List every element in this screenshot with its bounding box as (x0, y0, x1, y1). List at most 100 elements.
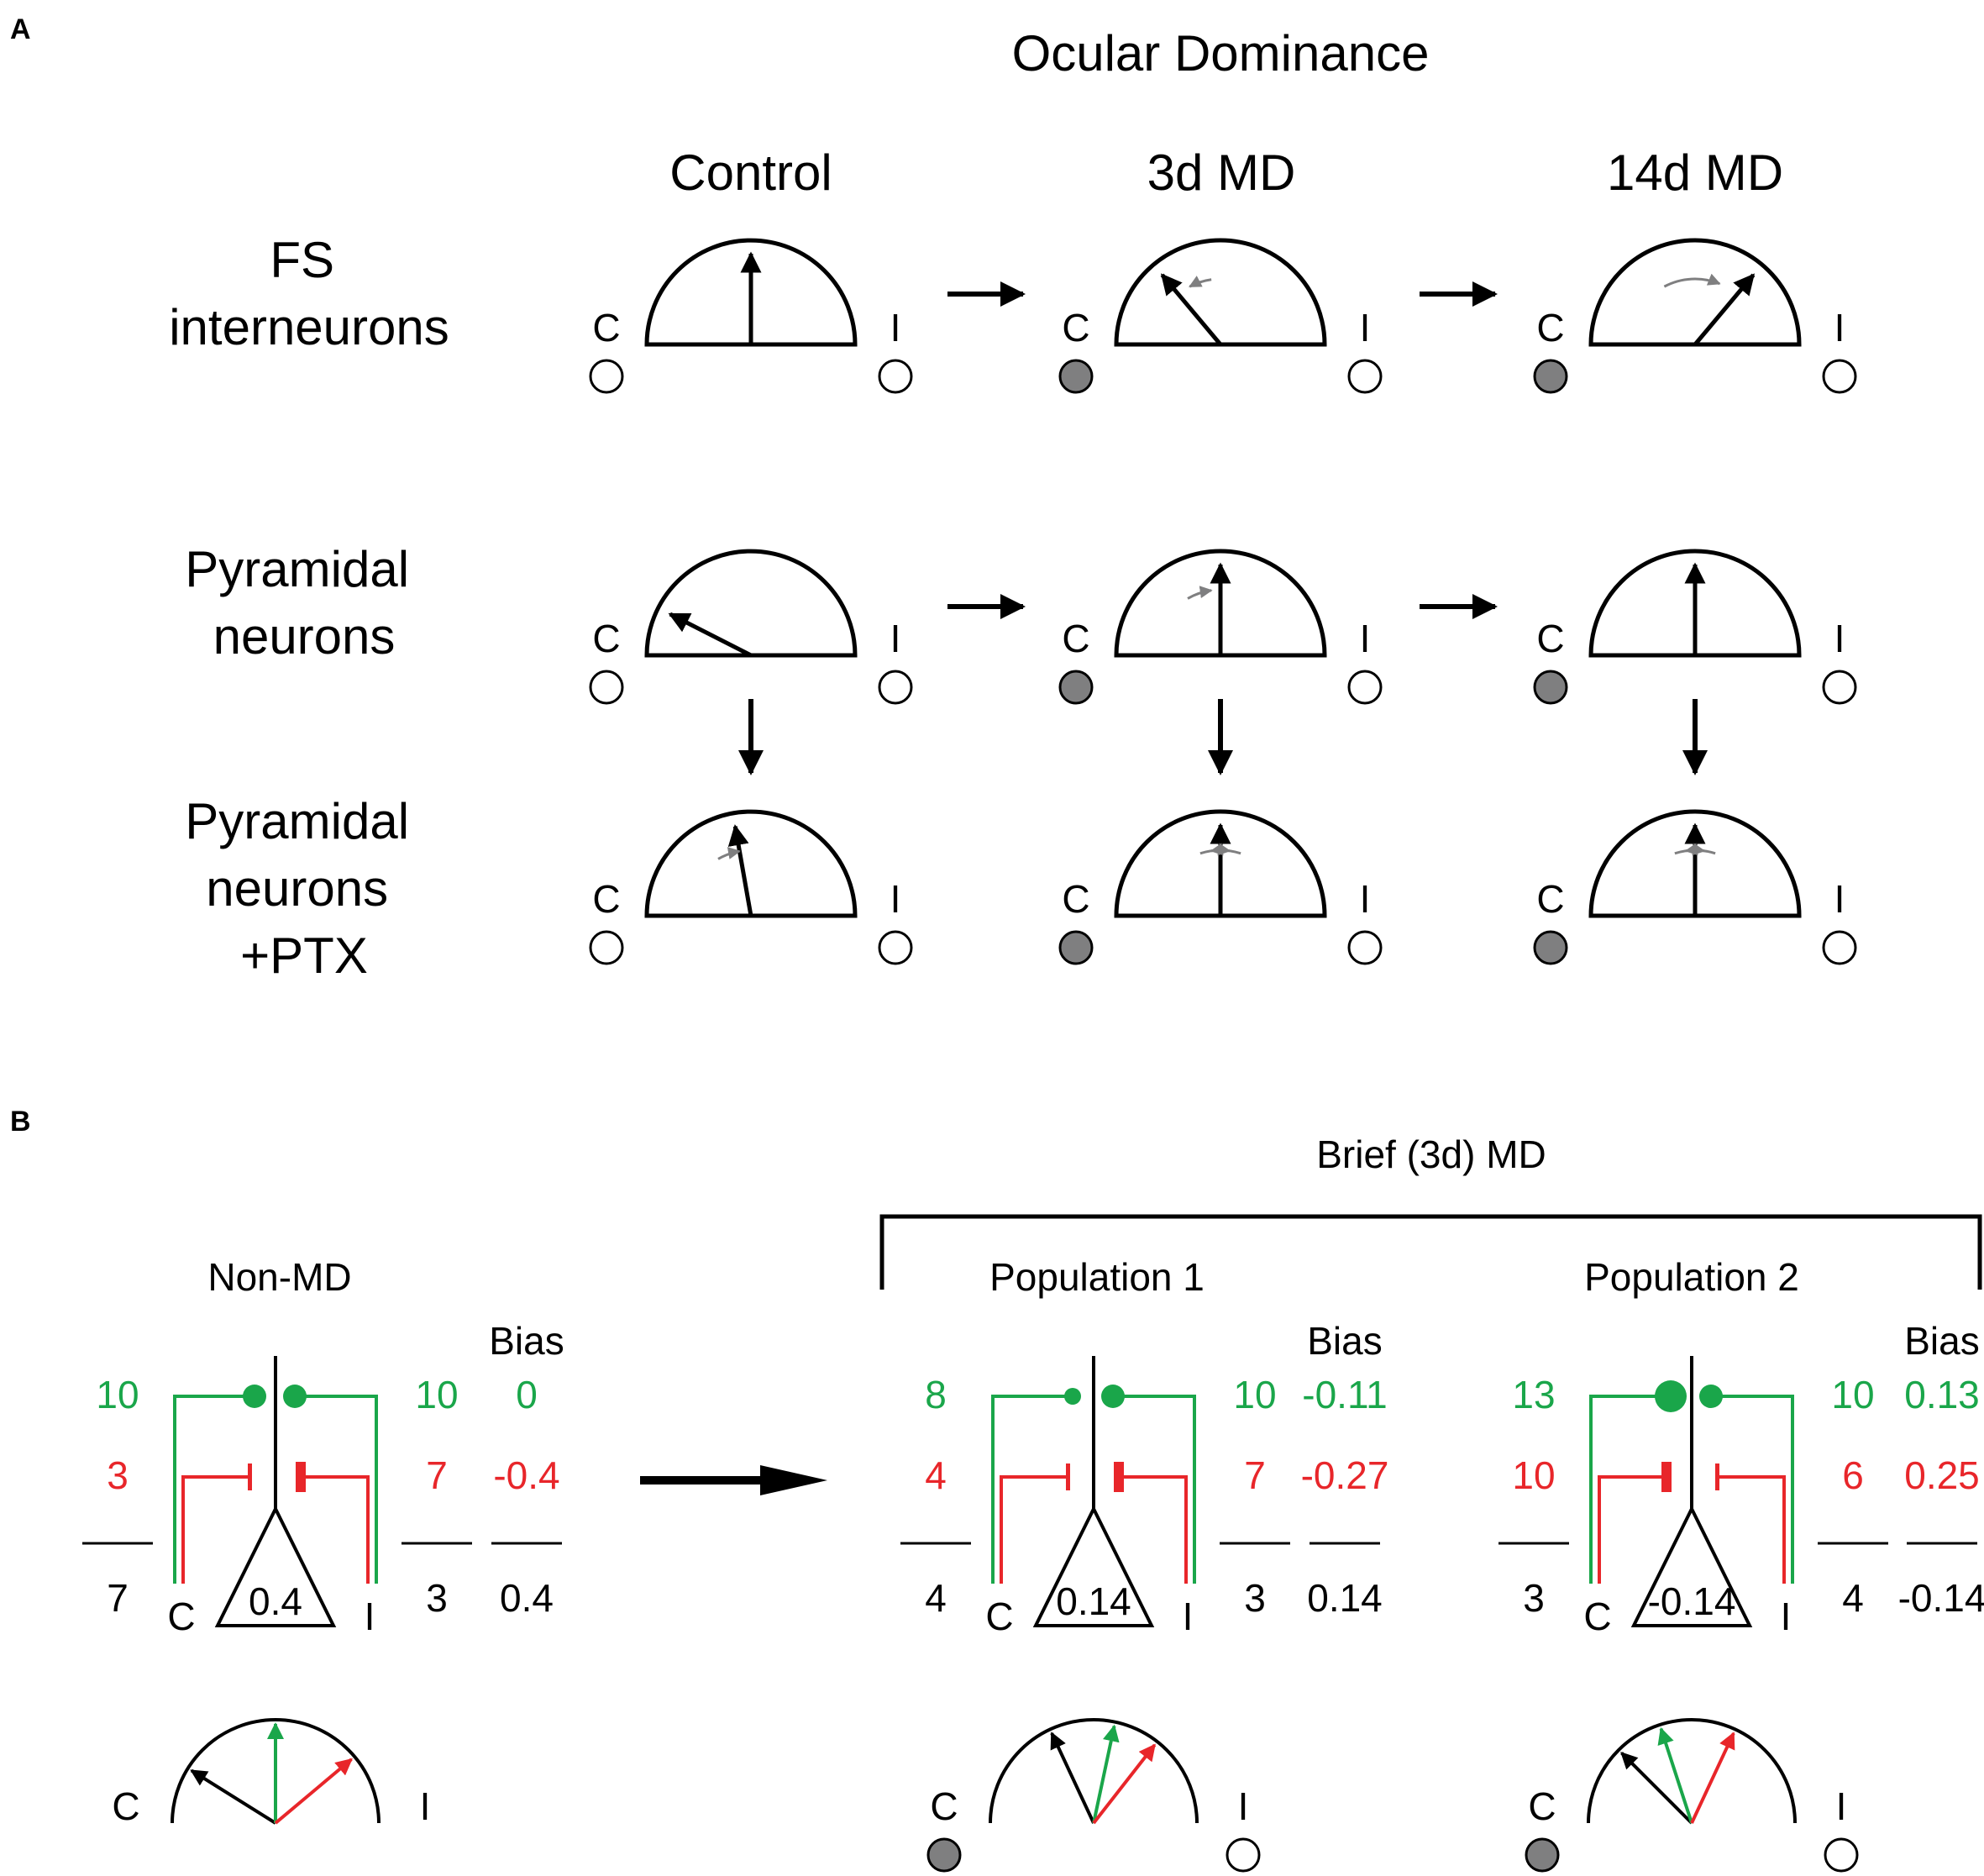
ipsi-label: I (1183, 1595, 1194, 1638)
ipsi-inhibitory-input (301, 1475, 370, 1584)
column-header-control: Control (669, 145, 832, 201)
ipsi-net-value: 3 (426, 1576, 448, 1620)
contra-label: C (1583, 1595, 1611, 1638)
contra-excitatory-input (1589, 1395, 1666, 1584)
open-eye-circle (1822, 930, 1857, 965)
net-bias-value: 0.14 (1307, 1576, 1383, 1620)
net-bias-value: 0.4 (500, 1576, 554, 1620)
inhibition-bias-value: -0.4 (493, 1453, 559, 1497)
contra-eye-label: C (592, 877, 620, 921)
contra-inhibitory-input (1000, 1475, 1068, 1584)
contra-excitatory-input (991, 1395, 1068, 1584)
ipsi-eye-label: I (890, 877, 901, 921)
od-needle (1693, 273, 1756, 346)
panel-a-label: A (10, 13, 31, 45)
contra-inhibitory-synapse (248, 1463, 252, 1490)
group-title: Population 1 (989, 1255, 1205, 1299)
ipsi-eye-label: I (1360, 877, 1371, 921)
ipsi-inhibitory-input (1119, 1475, 1188, 1584)
ipsi-eye-label: I (1834, 877, 1845, 921)
pyramidal-soma (1032, 1505, 1155, 1627)
contra-inhibition-value: 3 (107, 1453, 129, 1497)
brief-md-bracket (879, 1214, 1982, 1290)
open-eye-circle (1347, 670, 1383, 705)
inhibition-bias-value: 0.25 (1904, 1453, 1980, 1497)
ipsi-net-value: 3 (1244, 1576, 1266, 1620)
ipsi-inhibitory-input (1717, 1475, 1786, 1584)
ocular-dominance-title: Ocular Dominance (1012, 25, 1430, 81)
closed-eye-circle (1533, 670, 1568, 705)
shift-indicator-arrow (1210, 843, 1241, 856)
bias-header: Bias (1307, 1319, 1382, 1363)
open-eye-circle (589, 930, 624, 965)
panel-b-label: B (10, 1106, 31, 1138)
inhibition-bias-vector (1092, 1743, 1157, 1825)
ipsi-excitation-value: 10 (415, 1373, 458, 1416)
contra-inhibitory-synapse (1661, 1462, 1672, 1492)
shift-indicator-arrow (1684, 843, 1716, 856)
contra-net-value: 3 (1523, 1576, 1545, 1620)
soma-value: 0.4 (249, 1579, 302, 1623)
ipsi-inhibitory-synapse (1114, 1462, 1124, 1492)
net-bias-value: -0.14 (1898, 1576, 1984, 1620)
contra-eye-label: C (1062, 306, 1089, 349)
closed-eye-circle (1058, 359, 1094, 394)
ipsi-label: I (1781, 1595, 1792, 1638)
excitation-bias-vector (1092, 1724, 1120, 1824)
open-eye-circle (1226, 1837, 1261, 1873)
shift-indicator-arrow (1189, 276, 1212, 288)
net-bias-vector (1050, 1731, 1095, 1824)
ipsi-excitatory-input (1123, 1395, 1196, 1584)
contra-label: C (985, 1595, 1013, 1638)
gauge-contra-label: C (930, 1784, 958, 1828)
ipsi-inhibition-value: 7 (1244, 1453, 1266, 1497)
open-eye-circle (1824, 1837, 1859, 1873)
soma-value: 0.14 (1056, 1579, 1131, 1623)
contra-inhibition-value: 10 (1512, 1453, 1555, 1497)
inhibition-bias-vector (274, 1758, 353, 1825)
ipsi-excitatory-synapse (1699, 1385, 1723, 1408)
contra-inhibitory-synapse (1066, 1463, 1070, 1490)
contra-eye-label: C (592, 306, 620, 349)
contra-excitatory-input (173, 1395, 250, 1584)
column-header-3d-md: 3d MD (1147, 145, 1296, 201)
row-label-pyramidal-neurons: Pyramidal neurons (185, 541, 423, 665)
ipsi-eye-label: I (1360, 617, 1371, 660)
shift-indicator-arrow (1663, 273, 1721, 288)
bias-header: Bias (1904, 1319, 1979, 1363)
contra-excitation-value: 13 (1512, 1373, 1555, 1416)
group-title: Population 2 (1584, 1255, 1799, 1299)
closed-eye-circle (926, 1837, 962, 1873)
ipsi-excitation-value: 10 (1831, 1373, 1874, 1416)
contra-label: C (167, 1595, 195, 1638)
gauge-ipsi-label: I (420, 1784, 431, 1828)
open-eye-circle (878, 670, 913, 705)
contra-eye-label: C (1536, 306, 1564, 349)
ipsi-eye-label: I (1834, 306, 1845, 349)
gauge-dial (1114, 238, 1327, 347)
gauge-ipsi-label: I (1836, 1784, 1847, 1828)
inhibition-bias-vector (1690, 1731, 1735, 1824)
excitation-bias-value: 0 (516, 1373, 538, 1416)
ipsi-inhibition-value: 6 (1842, 1453, 1864, 1497)
ipsi-excitatory-input (1721, 1395, 1794, 1584)
open-eye-circle (1347, 930, 1383, 965)
contra-inhibitory-input (1598, 1475, 1666, 1584)
closed-eye-circle (1058, 930, 1094, 965)
ipsi-inhibitory-synapse (296, 1462, 306, 1492)
bias-header: Bias (489, 1319, 564, 1363)
ipsi-inhibition-value: 7 (426, 1453, 448, 1497)
contra-net-value: 7 (107, 1576, 129, 1620)
open-eye-circle (878, 930, 913, 965)
gauge-contra-label: C (112, 1784, 139, 1828)
shift-indicator-arrow (1187, 586, 1213, 600)
contra-eye-label: C (592, 617, 620, 660)
contra-net-value: 4 (925, 1576, 947, 1620)
bias-gauge-arc (171, 1718, 381, 1824)
excitation-bias-value: 0.13 (1904, 1373, 1980, 1416)
